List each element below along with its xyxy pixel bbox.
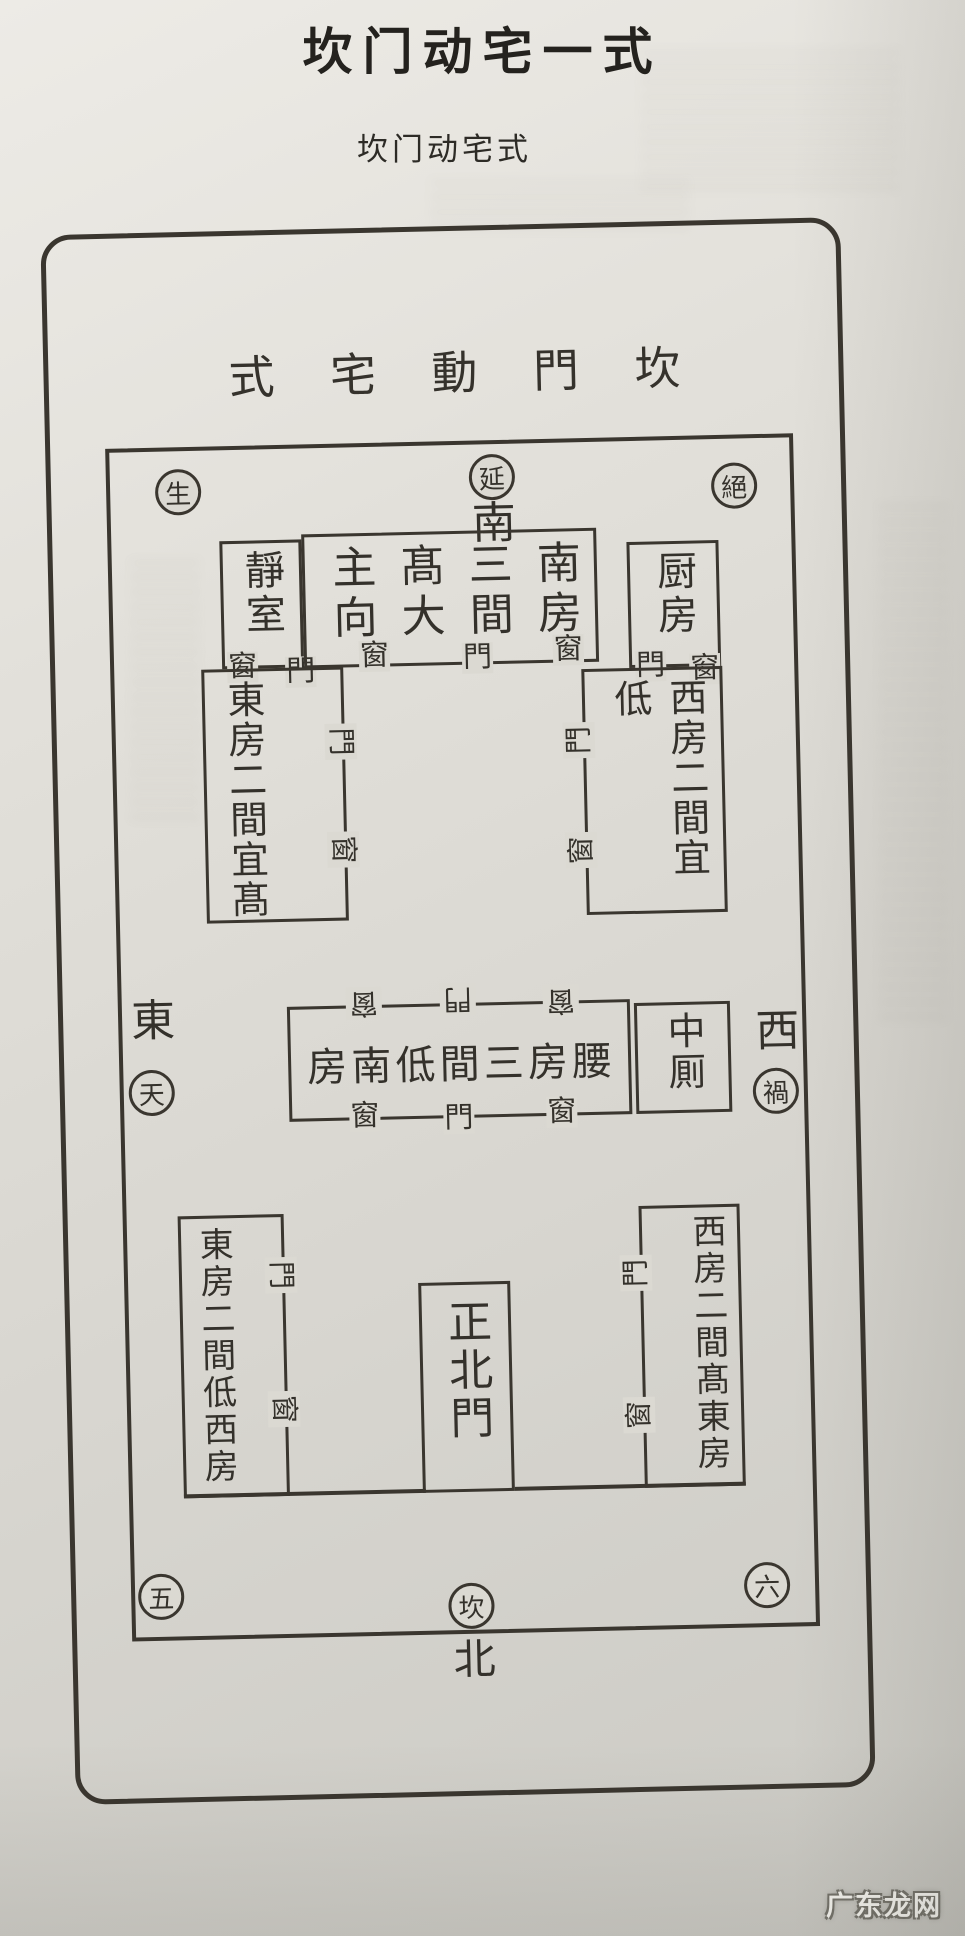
room-north-west: 西房二間髙東房 (638, 1203, 746, 1488)
window-label: 窗 (545, 1095, 578, 1129)
window-label: 窗 (622, 1396, 656, 1434)
room-quiet-room: 靜室 (219, 539, 305, 670)
door-label: 門 (461, 641, 494, 674)
page-subtitle: 坎门动宅式 (357, 132, 532, 167)
door-label: 門 (443, 1101, 475, 1135)
room-middle-privy: 中厠 (633, 1000, 733, 1114)
site-watermark: 广东龙网 (826, 1891, 942, 1921)
room-east-wing-label: 東房二間宜髙 (220, 679, 268, 921)
caption-char: 式 (227, 351, 276, 405)
window-label: 窗 (345, 986, 383, 1020)
caption-char: 坎 (633, 341, 682, 395)
door-label: 門 (562, 721, 596, 759)
north-label: 北 (453, 1635, 497, 1684)
caption-char: 門 (532, 344, 580, 398)
waist-char: 間 (439, 1042, 481, 1087)
page-title: 坎门动宅一式 (302, 24, 663, 80)
window-label: 窗 (552, 633, 585, 666)
west-label: 西 (754, 1006, 801, 1057)
caption-char: 宅 (329, 348, 377, 402)
window-label: 窗 (326, 831, 360, 868)
room-west-wing: 西房二間宜低 (581, 665, 728, 916)
room-middle-privy-label: 中厠 (660, 1010, 705, 1094)
room-east-wing: 東房二間宜髙 (201, 666, 349, 924)
waist-char: 三 (483, 1041, 525, 1086)
east-label: 東 (130, 996, 176, 1047)
room-south-hall-label: 南房三間髙大主向 (324, 539, 581, 645)
door-label: 門 (439, 982, 477, 1016)
room-west-wing-label: 西房二間宜低 (607, 677, 710, 879)
window-label: 窗 (358, 639, 391, 673)
room-quiet-room-label: 靜室 (238, 548, 285, 638)
waist-char: 腰 (571, 1039, 613, 1084)
room-north-east-label: 東房二間低西房 (193, 1226, 238, 1486)
door-label: 門 (264, 1256, 298, 1294)
door-label: 門 (324, 723, 358, 760)
window-label: 窗 (564, 831, 598, 869)
waist-char: 房 (527, 1040, 569, 1085)
room-north-gate: 正北門 (418, 1280, 515, 1493)
showthrough-ghost (878, 500, 948, 1020)
room-north-west-label: 西房二間髙東房 (686, 1213, 731, 1473)
diagram-card: 式 宅 動 門 坎 生 絕 五 六 延 南 坎 北 東 天 西 禍 靜室 窗 門… (40, 217, 876, 1805)
diagram-caption: 式 宅 動 門 坎 (228, 332, 681, 408)
room-north-gate-label: 正北門 (440, 1298, 493, 1444)
window-label: 窗 (542, 984, 580, 1018)
door-label: 門 (619, 1254, 653, 1292)
room-kitchen-label: 厨房 (650, 549, 697, 639)
window-label: 窗 (349, 1099, 381, 1133)
caption-char: 動 (430, 346, 479, 400)
window-label: 窗 (267, 1390, 301, 1428)
waist-char: 南 (350, 1044, 392, 1089)
waist-char: 房 (306, 1045, 348, 1090)
waist-char: 低 (395, 1043, 437, 1088)
